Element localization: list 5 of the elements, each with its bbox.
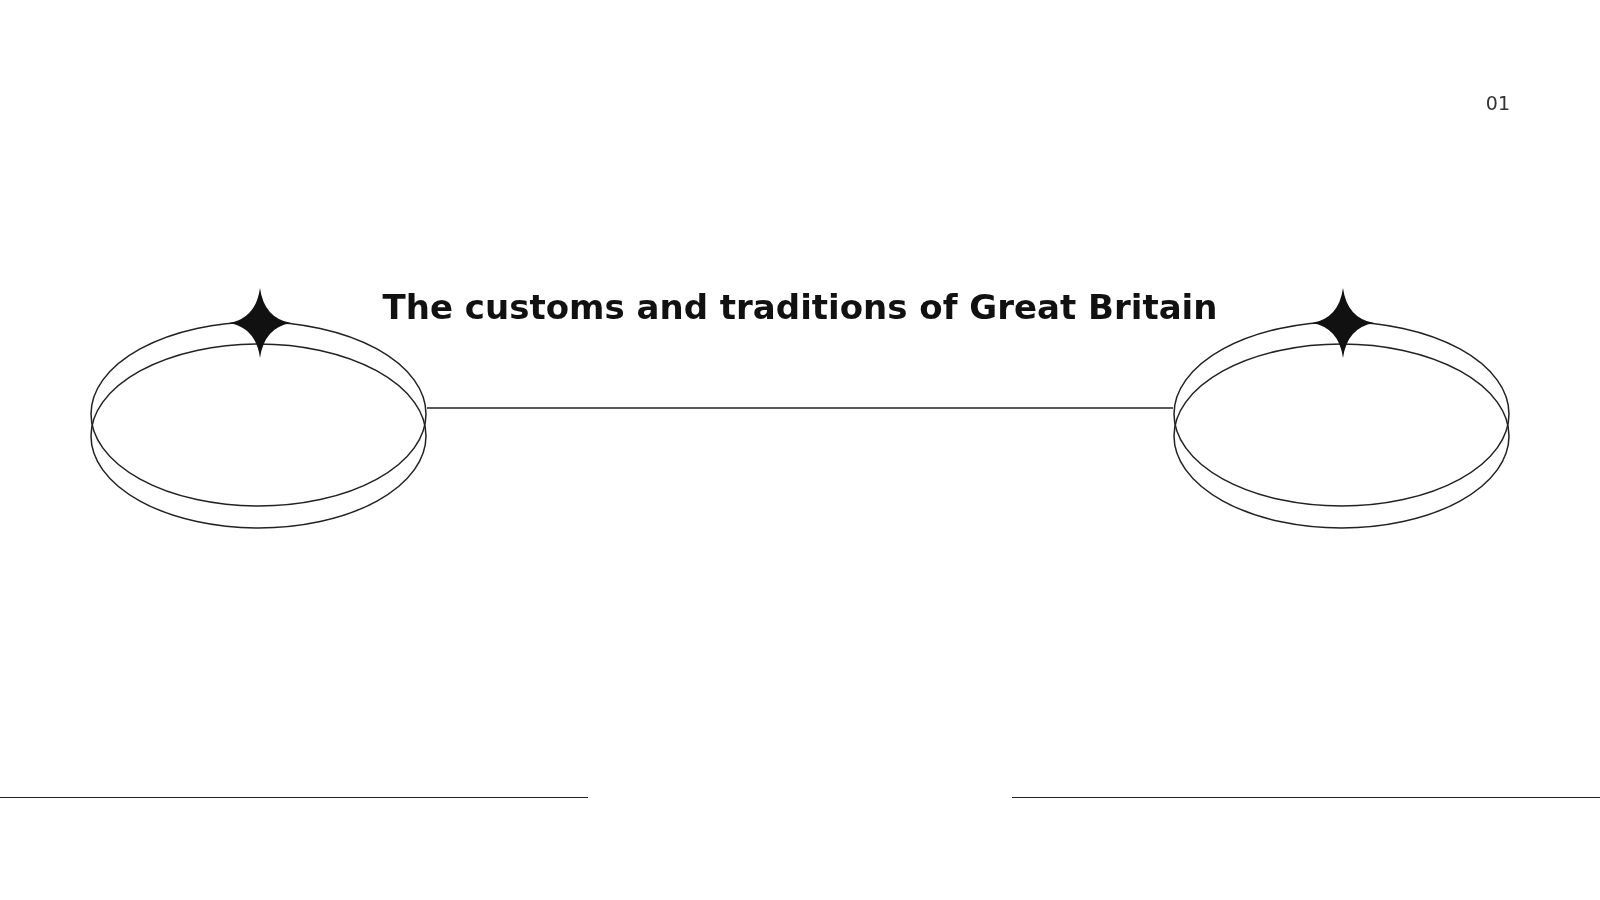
connector-line (426, 407, 1174, 409)
ring-shape (1173, 321, 1510, 529)
ring-shape (90, 321, 427, 529)
page-number: 01 (1485, 92, 1510, 114)
slide-title: The customs and traditions of Great Britain (381, 287, 1219, 327)
